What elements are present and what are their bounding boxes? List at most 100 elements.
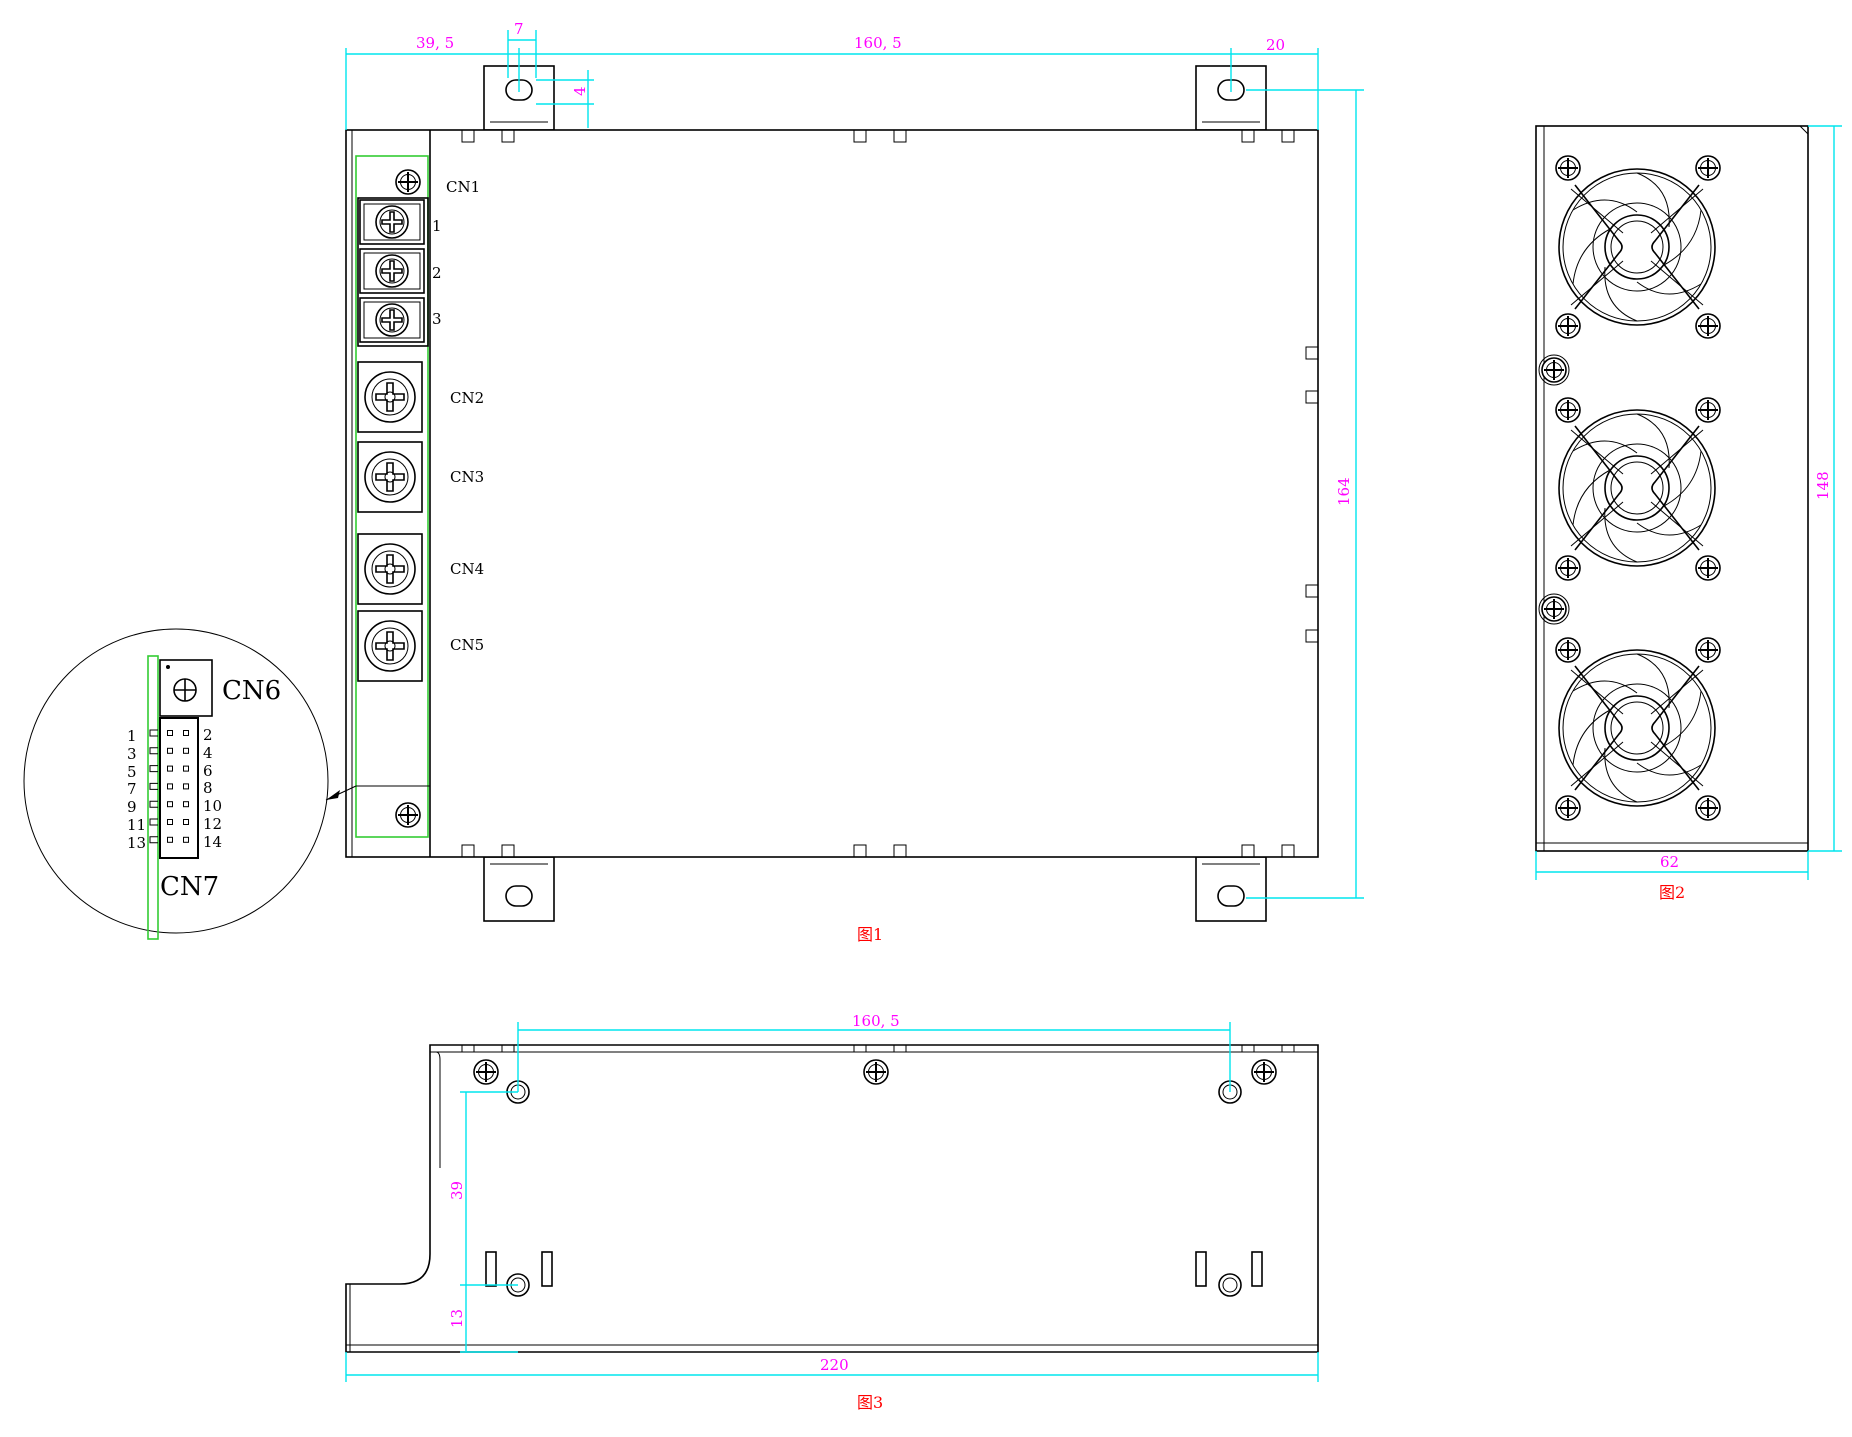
dim-left-margin: 39, 5 (416, 34, 454, 52)
cn7-pin-pad (183, 730, 189, 736)
cn7-pin-2: 2 (203, 726, 213, 744)
cn7-pin-5: 5 (127, 763, 137, 781)
screw-icon (395, 169, 421, 195)
cn7-pin-9: 9 (127, 798, 137, 816)
cn7-pin-pad (183, 836, 189, 843)
cn7-pin-12: 12 (203, 815, 222, 833)
screw-icon (1541, 596, 1567, 622)
dim-right-margin: 20 (1266, 36, 1285, 54)
cn7-pin-4: 4 (203, 744, 213, 762)
cn1-terminal-2: 2 (432, 264, 442, 282)
cn7-pin-marker (149, 782, 158, 790)
screw-icon (1695, 555, 1721, 581)
figure-2-caption: 图2 (1659, 883, 1685, 902)
fig3-dimensions: 160, 5 39 13 220 (345, 1012, 1319, 1382)
cn7-pin-pad (183, 801, 189, 808)
cn7-pin-7: 7 (127, 780, 137, 798)
dim-fig3-bottom-offset: 13 (448, 1309, 466, 1328)
slot-bottom-right (1217, 885, 1245, 907)
screw-icon (1541, 357, 1567, 383)
bracket-bottom-right (1195, 856, 1267, 922)
cn7-pin-marker (149, 765, 158, 773)
cn7-pin-11: 11 (127, 816, 146, 834)
screw-icon (1695, 313, 1721, 339)
vent-slot (485, 1251, 497, 1287)
screw-icon (473, 1059, 499, 1085)
cn7-pin-pad (167, 747, 173, 754)
enclosure-body (345, 129, 1319, 858)
screw-icon (1555, 397, 1581, 423)
cn7-pin-13: 13 (127, 834, 146, 852)
dim-fig2-height: 148 (1814, 471, 1832, 500)
screw-icon (1555, 637, 1581, 663)
screw-icon (1555, 313, 1581, 339)
cn7-pin-pad (167, 783, 173, 790)
cn7-pin-marker (149, 729, 158, 737)
screw-icon (1555, 155, 1581, 181)
detail-circle (23, 628, 329, 934)
dim-height: 164 (1335, 477, 1353, 506)
cn1-terminal-3: 3 (432, 310, 442, 328)
cn6-label: CN6 (222, 676, 281, 706)
cn7-pin-pad (167, 801, 173, 808)
dim-fig3-hole-span: 160, 5 (852, 1012, 900, 1030)
cn7-pin-pad (167, 836, 173, 843)
screw-icon (395, 802, 421, 828)
dim-fig3-length: 220 (820, 1356, 849, 1374)
cn7-label: CN7 (160, 872, 219, 902)
cn7-pin-marker (149, 747, 158, 755)
screw-icon (1695, 637, 1721, 663)
pcb-outline (355, 155, 429, 838)
vent-slot (1251, 1251, 1263, 1287)
cn1-label: CN1 (446, 178, 480, 196)
cn1-terminal-block (357, 197, 429, 347)
cn2-label: CN2 (450, 389, 484, 407)
cn6-housing (159, 659, 213, 717)
cn7-pin-marker (149, 836, 158, 844)
dim-slot-width: 7 (514, 20, 524, 38)
dim-fig2-width: 62 (1660, 853, 1679, 871)
detail-callout-cn6-cn7: CN6 CN7 1 3 5 7 9 11 13 2 4 6 8 10 12 14 (23, 628, 430, 940)
cn1-terminal-1: 1 (432, 217, 442, 235)
figure-2-side-view: 148 62 图2 (1535, 125, 1842, 902)
bracket-bottom-left (483, 856, 555, 922)
cn7-pin-14: 14 (203, 833, 222, 851)
base-plate (345, 1044, 1319, 1353)
detail-pcb-edge (147, 655, 159, 940)
screw-icon (1555, 555, 1581, 581)
cn7-pin-pad (167, 765, 173, 772)
screw-icon (1555, 795, 1581, 821)
cn4-housing (357, 533, 423, 605)
slot-bottom-left (505, 885, 533, 907)
cn2-housing (357, 361, 423, 433)
cn7-pin-1: 1 (127, 727, 137, 745)
screw-icon (1251, 1059, 1277, 1085)
cn7-pin-marker (149, 818, 158, 826)
cn3-housing (357, 441, 423, 513)
figure-3-bottom-view: 160, 5 39 13 220 图3 (345, 1012, 1319, 1412)
cn7-pin-6: 6 (203, 762, 213, 780)
dim-fig3-hole-vertical: 39 (448, 1181, 466, 1200)
cn5-label: CN5 (450, 636, 484, 654)
vent-slot (1195, 1251, 1207, 1287)
figure-3-caption: 图3 (857, 1393, 883, 1412)
cn3-label: CN3 (450, 468, 484, 486)
cn7-pin-10: 10 (203, 797, 222, 815)
cn7-pin-grid (149, 729, 189, 844)
figure-1-top-view: CN1 1 2 3 CN2 CN3 CN4 CN5 (345, 20, 1364, 944)
cn7-pin-pad (183, 765, 189, 772)
cn7-pin-pad (183, 747, 189, 754)
cn7-pin-8: 8 (203, 779, 213, 797)
screw-icon (1695, 155, 1721, 181)
vent-slot (541, 1251, 553, 1287)
screw-icon (1695, 397, 1721, 423)
cn7-pin-3: 3 (127, 745, 137, 763)
figure-1-caption: 图1 (857, 925, 883, 944)
fig1-dimensions: 39, 5 7 160, 5 20 4 164 (345, 20, 1364, 899)
cn7-pin-pad (167, 730, 173, 736)
cn7-pin-pad (183, 819, 189, 825)
cn7-pin-pad (183, 783, 189, 790)
cn4-label: CN4 (450, 560, 484, 578)
screw-icon (1695, 795, 1721, 821)
